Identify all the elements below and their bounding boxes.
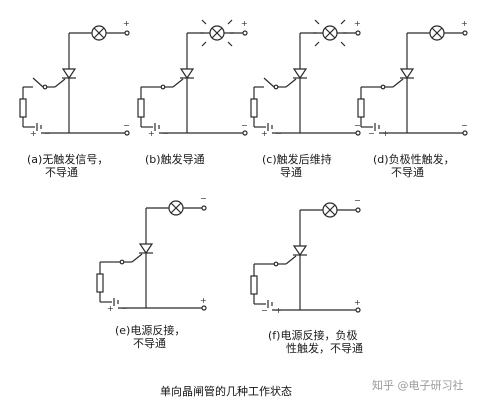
- main-battery-sign-top: −: [200, 194, 207, 203]
- lamp-ray-2: [201, 41, 207, 47]
- terminal-top-icon: [124, 30, 130, 36]
- terminal-top-icon: [201, 205, 207, 211]
- circuit-panel-d: − + + −: [357, 19, 468, 138]
- resistor-icon: [250, 98, 258, 118]
- lamp-ray-0: [201, 19, 207, 25]
- lamp-ray-2: [314, 41, 320, 47]
- gate-battery-sign-left: +: [107, 304, 114, 313]
- caption-e-line-1: 不导通: [133, 337, 166, 350]
- caption-d-line-0: (d)负极性触发，: [373, 152, 455, 166]
- terminal-top-icon: [462, 30, 468, 36]
- main-battery-sign-top: +: [354, 19, 361, 28]
- thyristor-icon: [138, 243, 154, 255]
- terminal-top-icon: [242, 30, 248, 36]
- main-battery-sign-bottom: −: [123, 121, 130, 130]
- thyristor-icon: [179, 68, 195, 80]
- gate-lead: [285, 255, 297, 265]
- thyristor-icon: [61, 68, 77, 80]
- gate-battery-sign-left: +: [261, 129, 268, 138]
- gate-lead: [392, 78, 404, 88]
- circuit-panel-a: +−+−: [19, 19, 130, 138]
- main-battery-sign-top: −: [354, 196, 361, 205]
- terminal-bottom-icon: [242, 130, 248, 136]
- caption-a-line-0: (a)无触发信号，: [27, 152, 108, 166]
- caption-f-line-0: (f)电源反接，负极: [268, 328, 357, 342]
- main-battery-sign-bottom: −: [241, 121, 248, 130]
- lamp-cross-b: [324, 27, 336, 39]
- switch-contact-icon: [42, 84, 48, 90]
- figure-title: 单向晶闸管的几种工作状态: [160, 384, 292, 398]
- lamp-ray-1: [227, 19, 233, 25]
- main-battery-sign-top: +: [123, 19, 130, 28]
- terminal-bottom-icon: [355, 130, 361, 136]
- gate-battery-sign-left: −: [368, 129, 375, 138]
- lamp-ray-3: [227, 41, 233, 47]
- gate-lead: [172, 78, 184, 88]
- gate-battery-sign-left: −: [261, 306, 268, 315]
- main-battery-sign-bottom: −: [461, 121, 468, 130]
- resistor-icon: [19, 98, 27, 118]
- terminal-bottom-icon: [462, 130, 468, 136]
- main-battery-sign-bottom: −: [354, 121, 361, 130]
- circuit-panel-b: +−+−: [137, 19, 248, 138]
- lamp-cross-b: [324, 204, 336, 216]
- caption-f-line-1: 性触发，不导通: [286, 341, 363, 355]
- main-battery-sign-top: +: [241, 19, 248, 28]
- switch-contact-icon: [119, 259, 125, 265]
- resistor-icon: [357, 98, 365, 118]
- lamp-ray-0: [314, 19, 320, 25]
- caption-e-line-0: (e)电源反接，: [115, 323, 185, 337]
- caption-a-line-1: 不导通: [45, 166, 78, 179]
- switch-contact-icon: [273, 261, 279, 267]
- resistor-icon: [96, 273, 104, 293]
- resistor-icon: [250, 275, 258, 295]
- caption-c-line-1: 导通: [280, 166, 302, 179]
- terminal-bottom-icon: [124, 130, 130, 136]
- switch-contact-icon: [380, 84, 386, 90]
- circuit-panel-f: −+−+: [250, 196, 361, 315]
- switch-contact-icon: [273, 84, 279, 90]
- lamp-cross-b: [170, 202, 182, 214]
- terminal-bottom-icon: [355, 307, 361, 313]
- lamp-ray-1: [340, 19, 346, 25]
- gate-lead: [285, 78, 297, 88]
- lamp-cross-b: [93, 27, 105, 39]
- caption-c-line-0: (c)触发后维持: [262, 152, 332, 166]
- gate-battery-sign-left: +: [148, 129, 155, 138]
- lamp-cross-b: [431, 27, 443, 39]
- main-battery-sign-bottom: +: [200, 296, 207, 305]
- thyristor-icon: [292, 245, 308, 257]
- thyristor-icon: [399, 68, 415, 80]
- terminal-top-icon: [355, 207, 361, 213]
- lamp-ray-3: [340, 41, 346, 47]
- terminal-bottom-icon: [201, 305, 207, 311]
- switch-contact-icon: [160, 84, 166, 90]
- thyristor-icon: [292, 68, 308, 80]
- main-battery-sign-bottom: +: [354, 298, 361, 307]
- gate-lead: [54, 78, 66, 88]
- gate-lead: [131, 253, 143, 263]
- circuit-panel-e: +−−+: [96, 194, 207, 313]
- lamp-cross-b: [211, 27, 223, 39]
- gate-battery-sign-left: +: [30, 129, 37, 138]
- circuit-panel-c: +−+−: [250, 19, 361, 138]
- terminal-top-icon: [355, 30, 361, 36]
- switch-blade: [263, 77, 275, 88]
- caption-b-line-0: (b)触发导通: [145, 152, 205, 166]
- switch-blade: [32, 77, 44, 88]
- main-battery-sign-top: +: [461, 19, 468, 28]
- caption-d-line-1: 不导通: [391, 166, 424, 179]
- watermark-text: 知乎 @电子研习社: [372, 378, 464, 392]
- resistor-icon: [137, 98, 145, 118]
